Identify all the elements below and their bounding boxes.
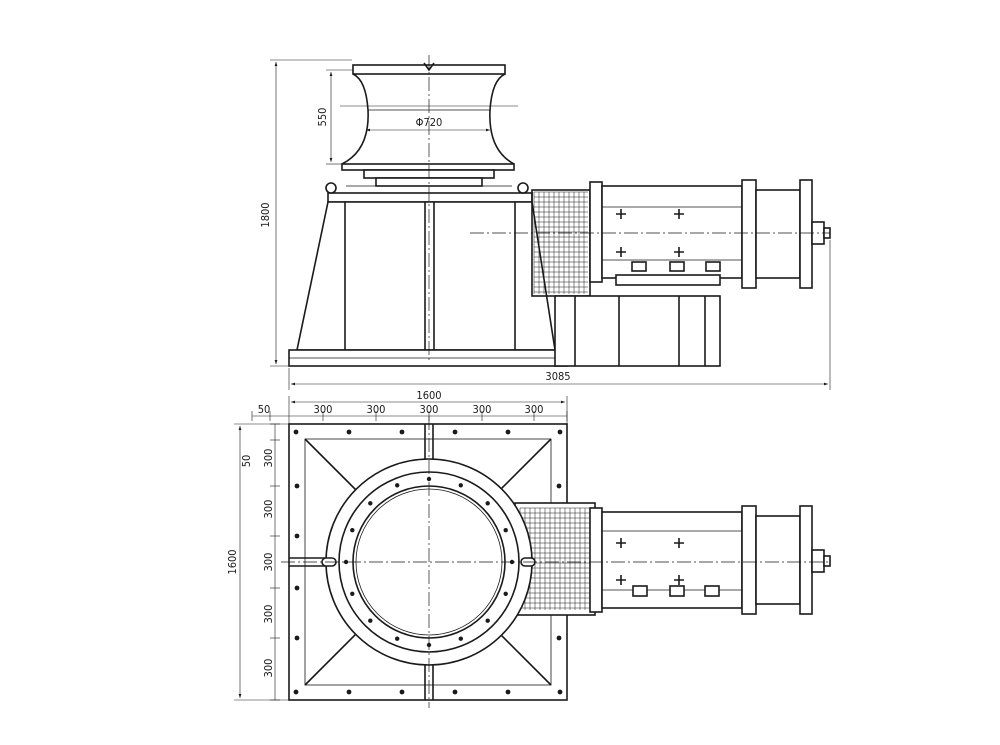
dim-side-spacing-4: 300 (262, 605, 275, 624)
dim-side-spacing-1: 300 (262, 449, 275, 468)
dim-edge-offset-top: 50 (258, 403, 271, 416)
dim-drum-diameter: Φ720 (416, 116, 443, 129)
drive-unit-plan (514, 502, 831, 616)
dim-drum-height: 550 (316, 108, 329, 127)
elevation-view: 1800 550 Φ720 3085 (259, 55, 831, 390)
dim-base-width: 1600 (416, 389, 441, 402)
dim-top-spacing-1: 300 (314, 403, 333, 416)
dim-side-spacing-2: 300 (262, 500, 275, 519)
elevation-dimensions: 1800 550 Φ720 3085 (259, 59, 831, 390)
dim-side-spacing-5: 300 (262, 659, 275, 678)
plan-view: 1600 50 300 300 300 300 300 1600 50 300 … (226, 389, 831, 708)
dim-top-spacing-5: 300 (525, 403, 544, 416)
dim-edge-offset-side: 50 (240, 455, 253, 468)
dim-total-height: 1800 (259, 202, 272, 227)
drive-unit-elevation (531, 179, 831, 367)
plan-dimensions: 1600 50 300 300 300 300 300 1600 50 300 … (226, 389, 568, 701)
dim-top-spacing-3: 300 (420, 403, 439, 416)
top-spacing-ticks (251, 411, 568, 421)
dim-base-height: 1600 (226, 549, 239, 574)
dim-top-spacing-4: 300 (473, 403, 492, 416)
gear-cover-mesh (533, 191, 588, 294)
dim-top-spacing-2: 300 (367, 403, 386, 416)
side-spacing-ticks (270, 423, 280, 701)
capstan-base (288, 182, 568, 367)
dim-side-spacing-3: 300 (262, 553, 275, 572)
dim-total-length: 3085 (545, 370, 570, 383)
